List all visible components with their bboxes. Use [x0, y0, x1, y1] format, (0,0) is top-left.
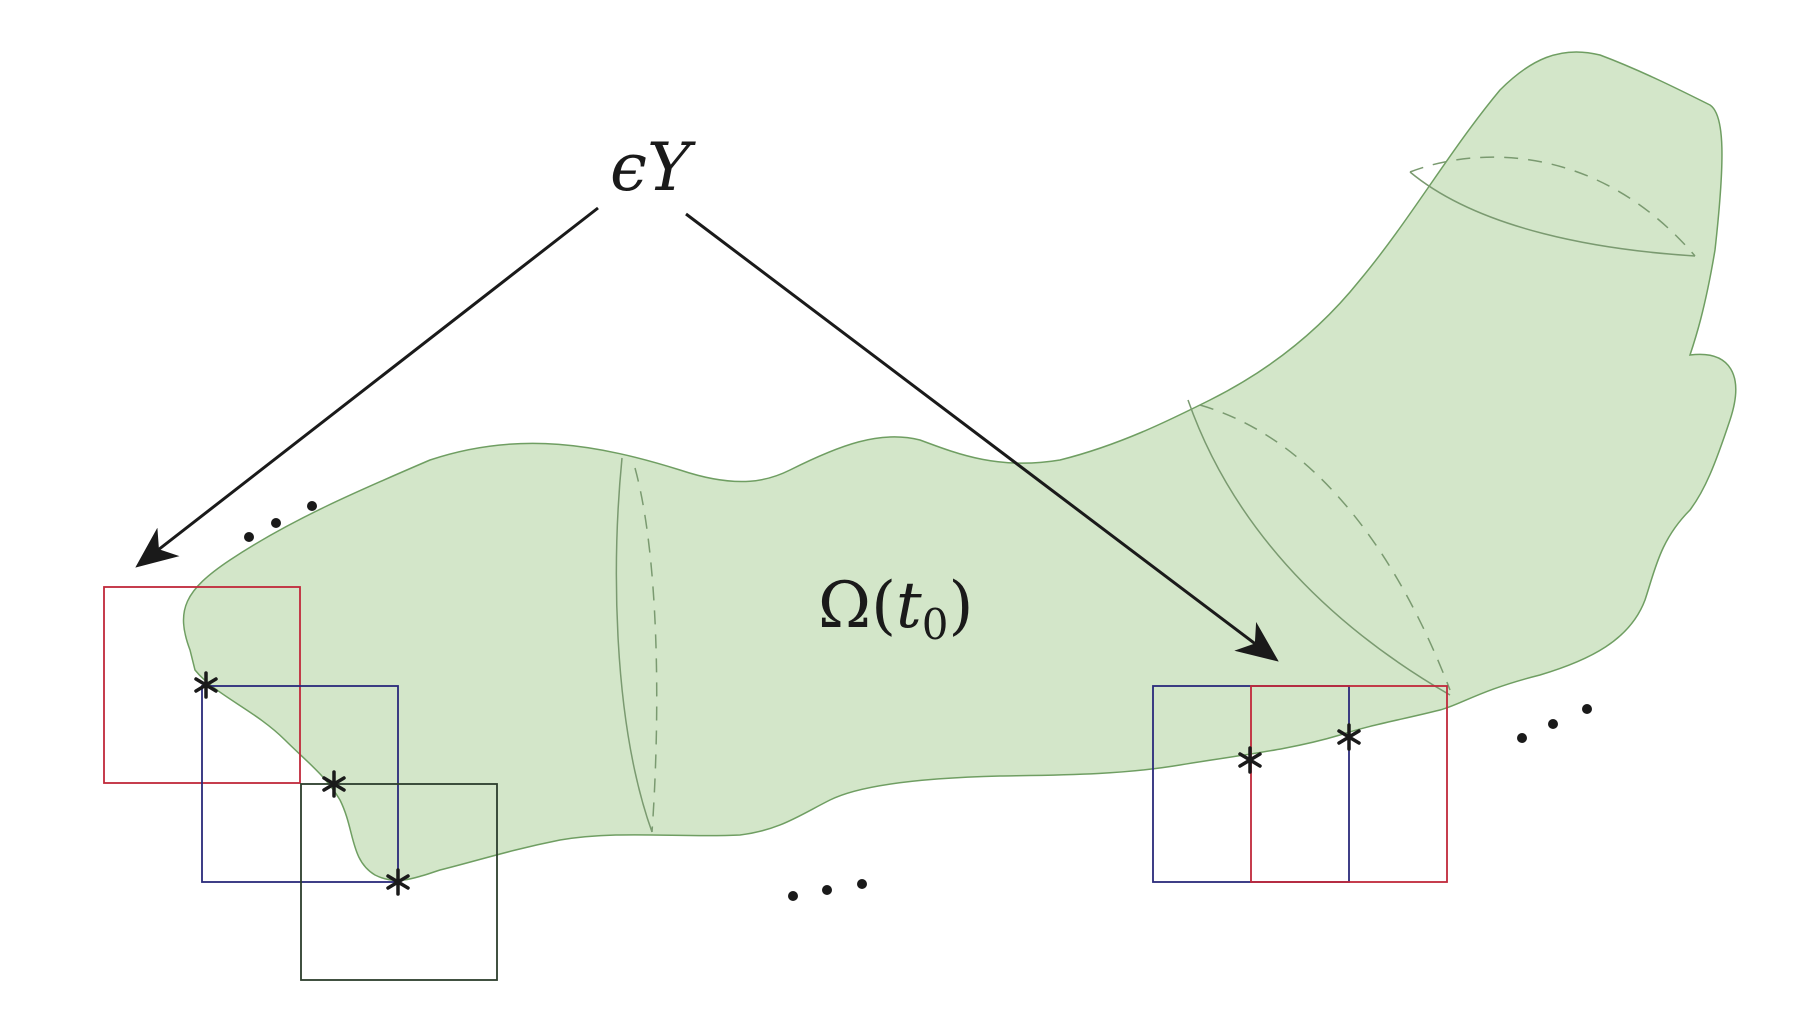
asterisk-icon — [322, 770, 346, 798]
domain-label: Ω(t0) — [818, 569, 973, 649]
cell-dark-left — [300, 783, 498, 981]
cell-label: ϵY — [610, 129, 696, 206]
cross-section-dashed-2 — [1199, 404, 1451, 691]
arrow-to-right-cell — [685, 212, 1279, 662]
asterisk-icon — [1238, 746, 1262, 774]
asterisk-icon — [194, 671, 218, 699]
epsilon-symbol: ϵ — [610, 129, 647, 206]
cross-section-dashed-1 — [634, 467, 658, 833]
cross-section-dashed-3 — [1409, 156, 1696, 257]
open-paren: ( — [871, 569, 896, 643]
arrow-to-left-cell — [135, 206, 599, 568]
cross-section-solid-1 — [615, 457, 653, 833]
domain-region — [182, 51, 1737, 882]
time-variable: t — [896, 569, 922, 643]
cross-section-solid-2 — [1187, 399, 1451, 696]
asterisk-icon — [1337, 723, 1361, 751]
cell-red-right — [1250, 685, 1448, 883]
asterisk-icon — [386, 868, 410, 896]
omega-symbol: Ω — [818, 569, 871, 643]
ellipsis-icon — [1517, 704, 1592, 743]
cell-letter: Y — [647, 129, 696, 206]
close-paren: ) — [948, 569, 973, 643]
ellipsis-icon — [244, 501, 317, 542]
cross-section-solid-3 — [1409, 171, 1696, 257]
time-subscript: 0 — [922, 600, 949, 649]
ellipsis-icon — [788, 879, 867, 901]
